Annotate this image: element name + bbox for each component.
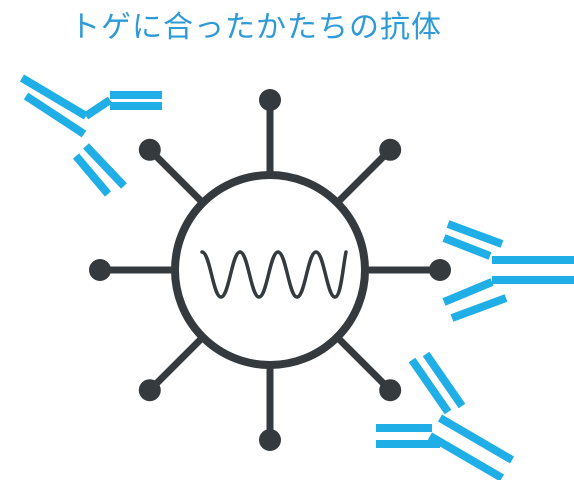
virus-spike-tip xyxy=(259,89,281,111)
antibody-bottom-right xyxy=(376,351,515,480)
antibody-hinge xyxy=(83,96,113,120)
rna-wave-icon xyxy=(200,250,348,299)
virus-spike-stalk xyxy=(334,147,393,206)
antibody-arm-lower-chain xyxy=(72,153,112,197)
antibody-arm-upper xyxy=(446,220,504,248)
virus-spike-tip xyxy=(89,259,111,281)
virus-spike-tip xyxy=(429,259,451,281)
virus xyxy=(89,89,451,451)
antibody-arm-lower xyxy=(442,278,494,306)
virus-spikes xyxy=(89,89,451,451)
antibody-top-left xyxy=(19,74,162,197)
virus-spike-tip xyxy=(259,429,281,451)
antibody-stem-lower xyxy=(427,432,505,480)
virus-spike-tip xyxy=(379,138,402,161)
virus-spike-stalk xyxy=(334,334,393,393)
antibody-arm-upper-chain xyxy=(23,92,87,138)
antibody-arm-upper xyxy=(408,357,452,415)
antibody-arm-upper-chain xyxy=(422,351,466,409)
antibody-stem-upper xyxy=(437,414,515,464)
antibody-arm-upper-chain xyxy=(442,234,492,260)
antibody-arm-lower xyxy=(83,143,127,189)
virus-spike-tip xyxy=(138,379,161,402)
diagram-title: トゲに合ったかたちの抗体 xyxy=(70,10,442,45)
antibody-arm-lower-chain xyxy=(450,294,508,322)
virus-spike-stalk xyxy=(147,147,206,206)
antibody-arm-upper xyxy=(19,74,89,120)
virus-spike-stalk xyxy=(147,334,206,393)
virus-spike-tip xyxy=(379,379,402,402)
virus-spike-tip xyxy=(138,138,161,161)
antibody-right xyxy=(442,220,574,322)
